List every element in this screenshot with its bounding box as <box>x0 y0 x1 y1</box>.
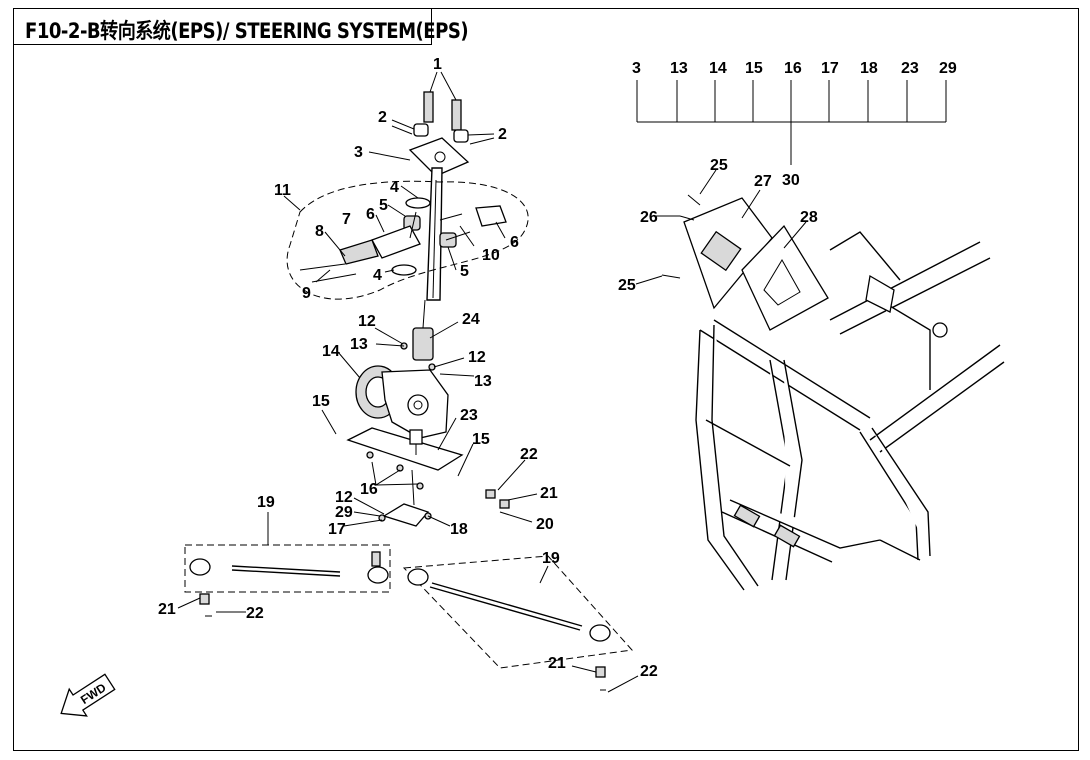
bracket-7 <box>339 239 379 265</box>
bolt-9-upper <box>299 263 346 271</box>
callout-22-left: 22 <box>246 605 264 622</box>
legend-item-16: 16 <box>784 60 802 77</box>
bolt-9-lower <box>311 273 357 283</box>
tie-rod-left-box <box>184 544 391 593</box>
callout-1: 1 <box>433 56 442 73</box>
callout-13-right: 13 <box>474 373 492 390</box>
tie-rod-end-right-inner <box>407 568 429 586</box>
clamp-2-right <box>453 129 469 143</box>
callout-23: 23 <box>460 407 478 424</box>
chassis-frame <box>661 194 1005 591</box>
callout-18: 18 <box>450 521 468 538</box>
bolt-1-left <box>423 91 434 123</box>
callout-10: 10 <box>482 247 500 264</box>
drawing-frame <box>13 8 1079 751</box>
callout-9: 9 <box>302 285 311 302</box>
legend-item-15: 15 <box>745 60 763 77</box>
callout-25-upper: 25 <box>710 157 728 174</box>
callout-2-left: 2 <box>378 109 387 126</box>
callout-6-right: 6 <box>510 234 519 251</box>
callout-26: 26 <box>640 209 658 226</box>
callout-5-lower: 5 <box>460 263 469 280</box>
bolt-25-upper <box>687 194 701 206</box>
legend-result-30: 30 <box>782 172 800 189</box>
callout-21-upper: 21 <box>540 485 558 502</box>
legend-item-17: 17 <box>821 60 839 77</box>
mount-plate-3 <box>408 137 470 177</box>
legend-item-29: 29 <box>939 60 957 77</box>
callout-7: 7 <box>342 211 351 228</box>
callout-12-upper: 12 <box>358 313 376 330</box>
nut-21-right <box>595 666 606 678</box>
pitman-arm-18 <box>382 503 430 527</box>
tie-rod-left <box>184 544 391 617</box>
u-joint-24 <box>412 327 434 361</box>
callout-19-left: 19 <box>257 494 275 511</box>
bolt-1-right <box>451 99 462 131</box>
bolt-25-lower <box>661 274 681 279</box>
legend-group: 3 13 14 15 16 17 18 23 29 30 <box>632 60 957 189</box>
callout-4-lower: 4 <box>373 267 382 284</box>
fwd-arrow-icon <box>60 673 116 717</box>
o-ring-4-upper <box>405 197 431 209</box>
callout-22-upper: 22 <box>520 446 538 463</box>
callout-2-right: 2 <box>498 126 507 143</box>
title-box: F10-2-B转向系统(EPS)/ STEERING SYSTEM(EPS) <box>13 8 469 45</box>
callout-27: 27 <box>754 173 772 190</box>
callout-3: 3 <box>354 144 363 161</box>
callout-8: 8 <box>315 223 324 240</box>
group-11 <box>286 180 529 300</box>
callout-21-left: 21 <box>158 601 176 618</box>
legend-item-23: 23 <box>901 60 919 77</box>
callout-25-lower: 25 <box>618 277 636 294</box>
legend-bracket <box>636 80 947 165</box>
legend-item-13: 13 <box>670 60 688 77</box>
callout-5-upper: 5 <box>379 197 388 214</box>
callout-22-right: 22 <box>640 663 658 680</box>
legend-item-14: 14 <box>709 60 727 77</box>
callout-6-left: 6 <box>366 206 375 223</box>
callout-labels: 1 2 2 3 4 4 5 5 6 6 7 8 9 10 11 12 12 12… <box>158 56 818 680</box>
callout-14: 14 <box>322 343 340 360</box>
callout-15-left: 15 <box>312 393 330 410</box>
callout-28: 28 <box>800 209 818 226</box>
callout-13-left: 13 <box>350 336 368 353</box>
leader-lines <box>177 71 807 693</box>
callout-12-lower: 12 <box>335 489 353 506</box>
legend-item-18: 18 <box>860 60 878 77</box>
o-ring-4-lower <box>391 264 417 276</box>
callout-17: 17 <box>328 521 346 538</box>
page-title: F10-2-B转向系统(EPS)/ STEERING SYSTEM(EPS) <box>25 19 469 43</box>
clamp-2-left <box>413 123 429 137</box>
callout-4-upper: 4 <box>390 179 399 196</box>
tie-rod-end-right-outer <box>589 624 611 642</box>
controller-bracket-28 <box>741 224 829 331</box>
tie-rod-right-box <box>402 555 633 669</box>
bracket-23 <box>346 427 464 471</box>
callout-19-right: 19 <box>542 550 560 567</box>
callout-16: 16 <box>360 481 378 498</box>
group-11-outline <box>286 180 529 300</box>
callout-20: 20 <box>536 516 554 533</box>
tie-rod-right <box>402 489 633 691</box>
nut-21-left <box>199 593 210 605</box>
callout-29: 29 <box>335 504 353 521</box>
tie-rod-end-left-outer <box>189 558 211 576</box>
pin-10 <box>439 213 463 221</box>
steering-column <box>346 91 470 527</box>
legend-item-3: 3 <box>632 60 641 77</box>
tie-rod-end-left-inner <box>367 566 389 584</box>
bolt-26 <box>679 215 695 221</box>
callout-12-right: 12 <box>468 349 486 366</box>
callout-11: 11 <box>274 182 291 199</box>
clamp-6-right <box>475 205 507 227</box>
fwd-arrow: FWD <box>60 673 116 717</box>
callout-24: 24 <box>462 311 480 328</box>
clamp-6-left <box>371 225 421 259</box>
callout-21-right: 21 <box>548 655 566 672</box>
bushing-5-lower <box>439 232 457 248</box>
callout-15-right: 15 <box>472 431 490 448</box>
